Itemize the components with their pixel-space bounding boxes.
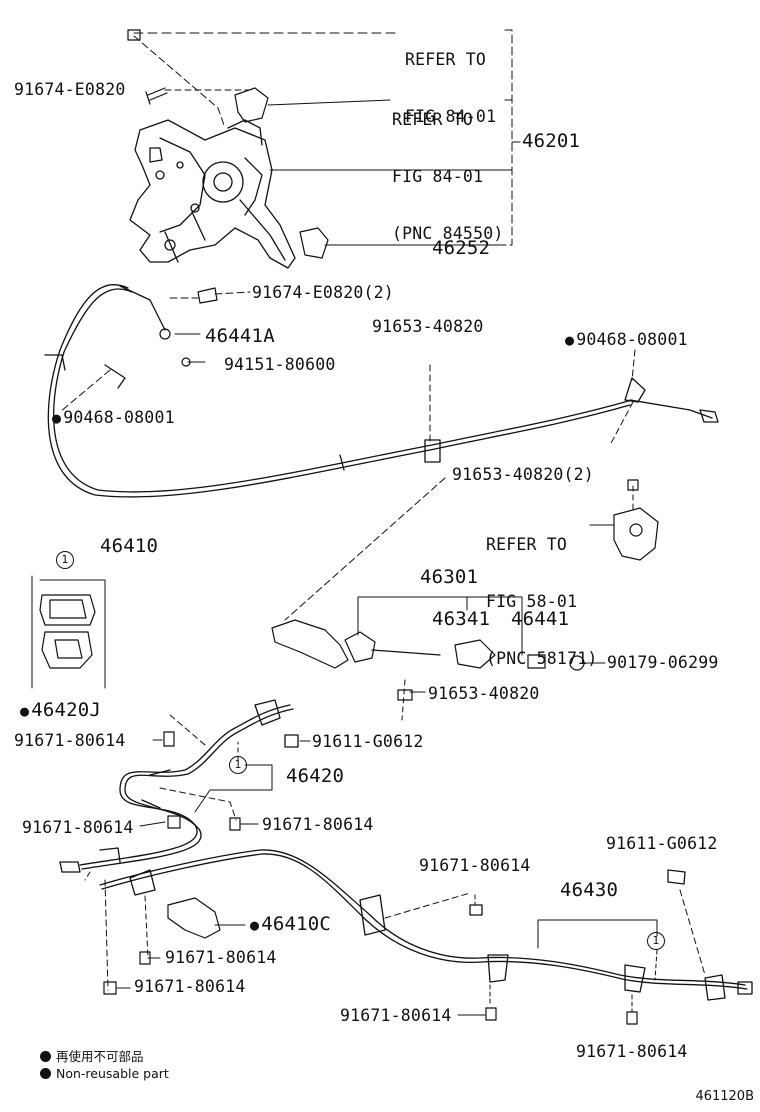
equalizer-assembly xyxy=(271,619,585,701)
part-46420[interactable]: 46420 xyxy=(286,765,345,787)
part-91611-g0612-a[interactable]: 91611-G0612 xyxy=(312,732,424,751)
callout-1-rear-cable: 1 xyxy=(647,932,665,950)
front-cable xyxy=(44,283,719,498)
part-91671-80614-b[interactable]: 91671-80614 xyxy=(22,818,134,837)
part-91674-e0820-x2[interactable]: 91674-E0820(2) xyxy=(252,283,394,302)
part-46341[interactable]: 46341 xyxy=(432,608,491,630)
part-91671-80614-f[interactable]: 91671-80614 xyxy=(134,977,246,996)
legend-en-text: Non-reusable part xyxy=(56,1066,169,1081)
legend-en: Non-reusable part xyxy=(40,1065,169,1082)
part-91671-80614-g[interactable]: 91671-80614 xyxy=(340,1006,452,1025)
non-reusable-dot-icon xyxy=(40,1068,51,1079)
part-46420j[interactable]: 46420J xyxy=(20,700,101,722)
legend-jp: 再使用不可部品 xyxy=(40,1048,169,1065)
lower-bolts xyxy=(103,731,638,1025)
part-94151-80600[interactable]: 94151-80600 xyxy=(224,355,336,374)
clip-set-46420j xyxy=(39,594,96,669)
legend: 再使用不可部品 Non-reusable part xyxy=(40,1048,169,1082)
part-91671-80614-e[interactable]: 91671-80614 xyxy=(165,948,277,967)
part-91653-40820-top[interactable]: 91653-40820 xyxy=(372,317,484,336)
figure-id: 461120B xyxy=(695,1089,754,1104)
ref-fig-58-01[interactable]: REFER TO FIG 58-01 (PNC 58171) xyxy=(486,497,597,687)
leader-lines xyxy=(31,29,706,1016)
part-91674-e0820[interactable]: 91674-E0820 xyxy=(14,80,126,99)
ref-line: (PNC 58171) xyxy=(486,649,598,668)
ref-line: FIG 84-01 xyxy=(405,107,497,126)
part-91671-80614-d[interactable]: 91671-80614 xyxy=(419,856,531,875)
ref-line: (PNC 84550) xyxy=(392,224,504,243)
part-91611-g0612-b[interactable]: 91611-G0612 xyxy=(606,834,718,853)
part-90468-08001-right[interactable]: 90468-08001 xyxy=(565,330,688,350)
ref-line: FIG 58-01 xyxy=(486,592,578,611)
intermediate-cable xyxy=(59,699,299,873)
ref-line: REFER TO xyxy=(405,50,487,69)
part-46441[interactable]: 46441 xyxy=(511,608,570,630)
part-46252[interactable]: 46252 xyxy=(432,237,491,259)
part-91671-80614-h[interactable]: 91671-80614 xyxy=(576,1042,688,1061)
part-46410c[interactable]: 46410C xyxy=(250,914,331,936)
parking-brake-pedal-assembly xyxy=(129,119,296,269)
part-46301[interactable]: 46301 xyxy=(420,566,479,588)
part-91653-40820-x2[interactable]: 91653-40820(2) xyxy=(452,465,594,484)
part-91671-80614-a[interactable]: 91671-80614 xyxy=(14,731,126,750)
legend-jp-text: 再使用不可部品 xyxy=(56,1049,144,1064)
ref-fig-84-01-pnc[interactable]: REFER TO FIG 84-01 (PNC 84550) xyxy=(392,72,503,262)
bracket-58-01 xyxy=(613,479,659,561)
non-reusable-dot-icon xyxy=(40,1051,51,1062)
callout-1-intermediate-cable: 1 xyxy=(229,756,247,774)
part-91653-40820-mid[interactable]: 91653-40820 xyxy=(428,684,540,703)
ref-line: FIG 84-01 xyxy=(392,167,484,186)
ref-line: REFER TO xyxy=(486,535,568,554)
part-46410[interactable]: 46410 xyxy=(100,535,159,557)
part-46430[interactable]: 46430 xyxy=(560,879,619,901)
bracket-46410c xyxy=(167,897,221,939)
ref-line: REFER TO xyxy=(392,110,474,129)
part-90179-06299[interactable]: 90179-06299 xyxy=(607,653,719,672)
callout-1-clip-set: 1 xyxy=(56,551,74,569)
rear-cable xyxy=(99,849,753,1001)
part-46441a[interactable]: 46441A xyxy=(205,325,275,347)
part-91671-80614-c[interactable]: 91671-80614 xyxy=(262,815,374,834)
part-46201[interactable]: 46201 xyxy=(522,130,581,152)
part-90468-08001-left[interactable]: 90468-08001 xyxy=(52,408,175,428)
ref-fig-84-01-top[interactable]: REFER TO FIG 84-01 xyxy=(405,12,496,145)
